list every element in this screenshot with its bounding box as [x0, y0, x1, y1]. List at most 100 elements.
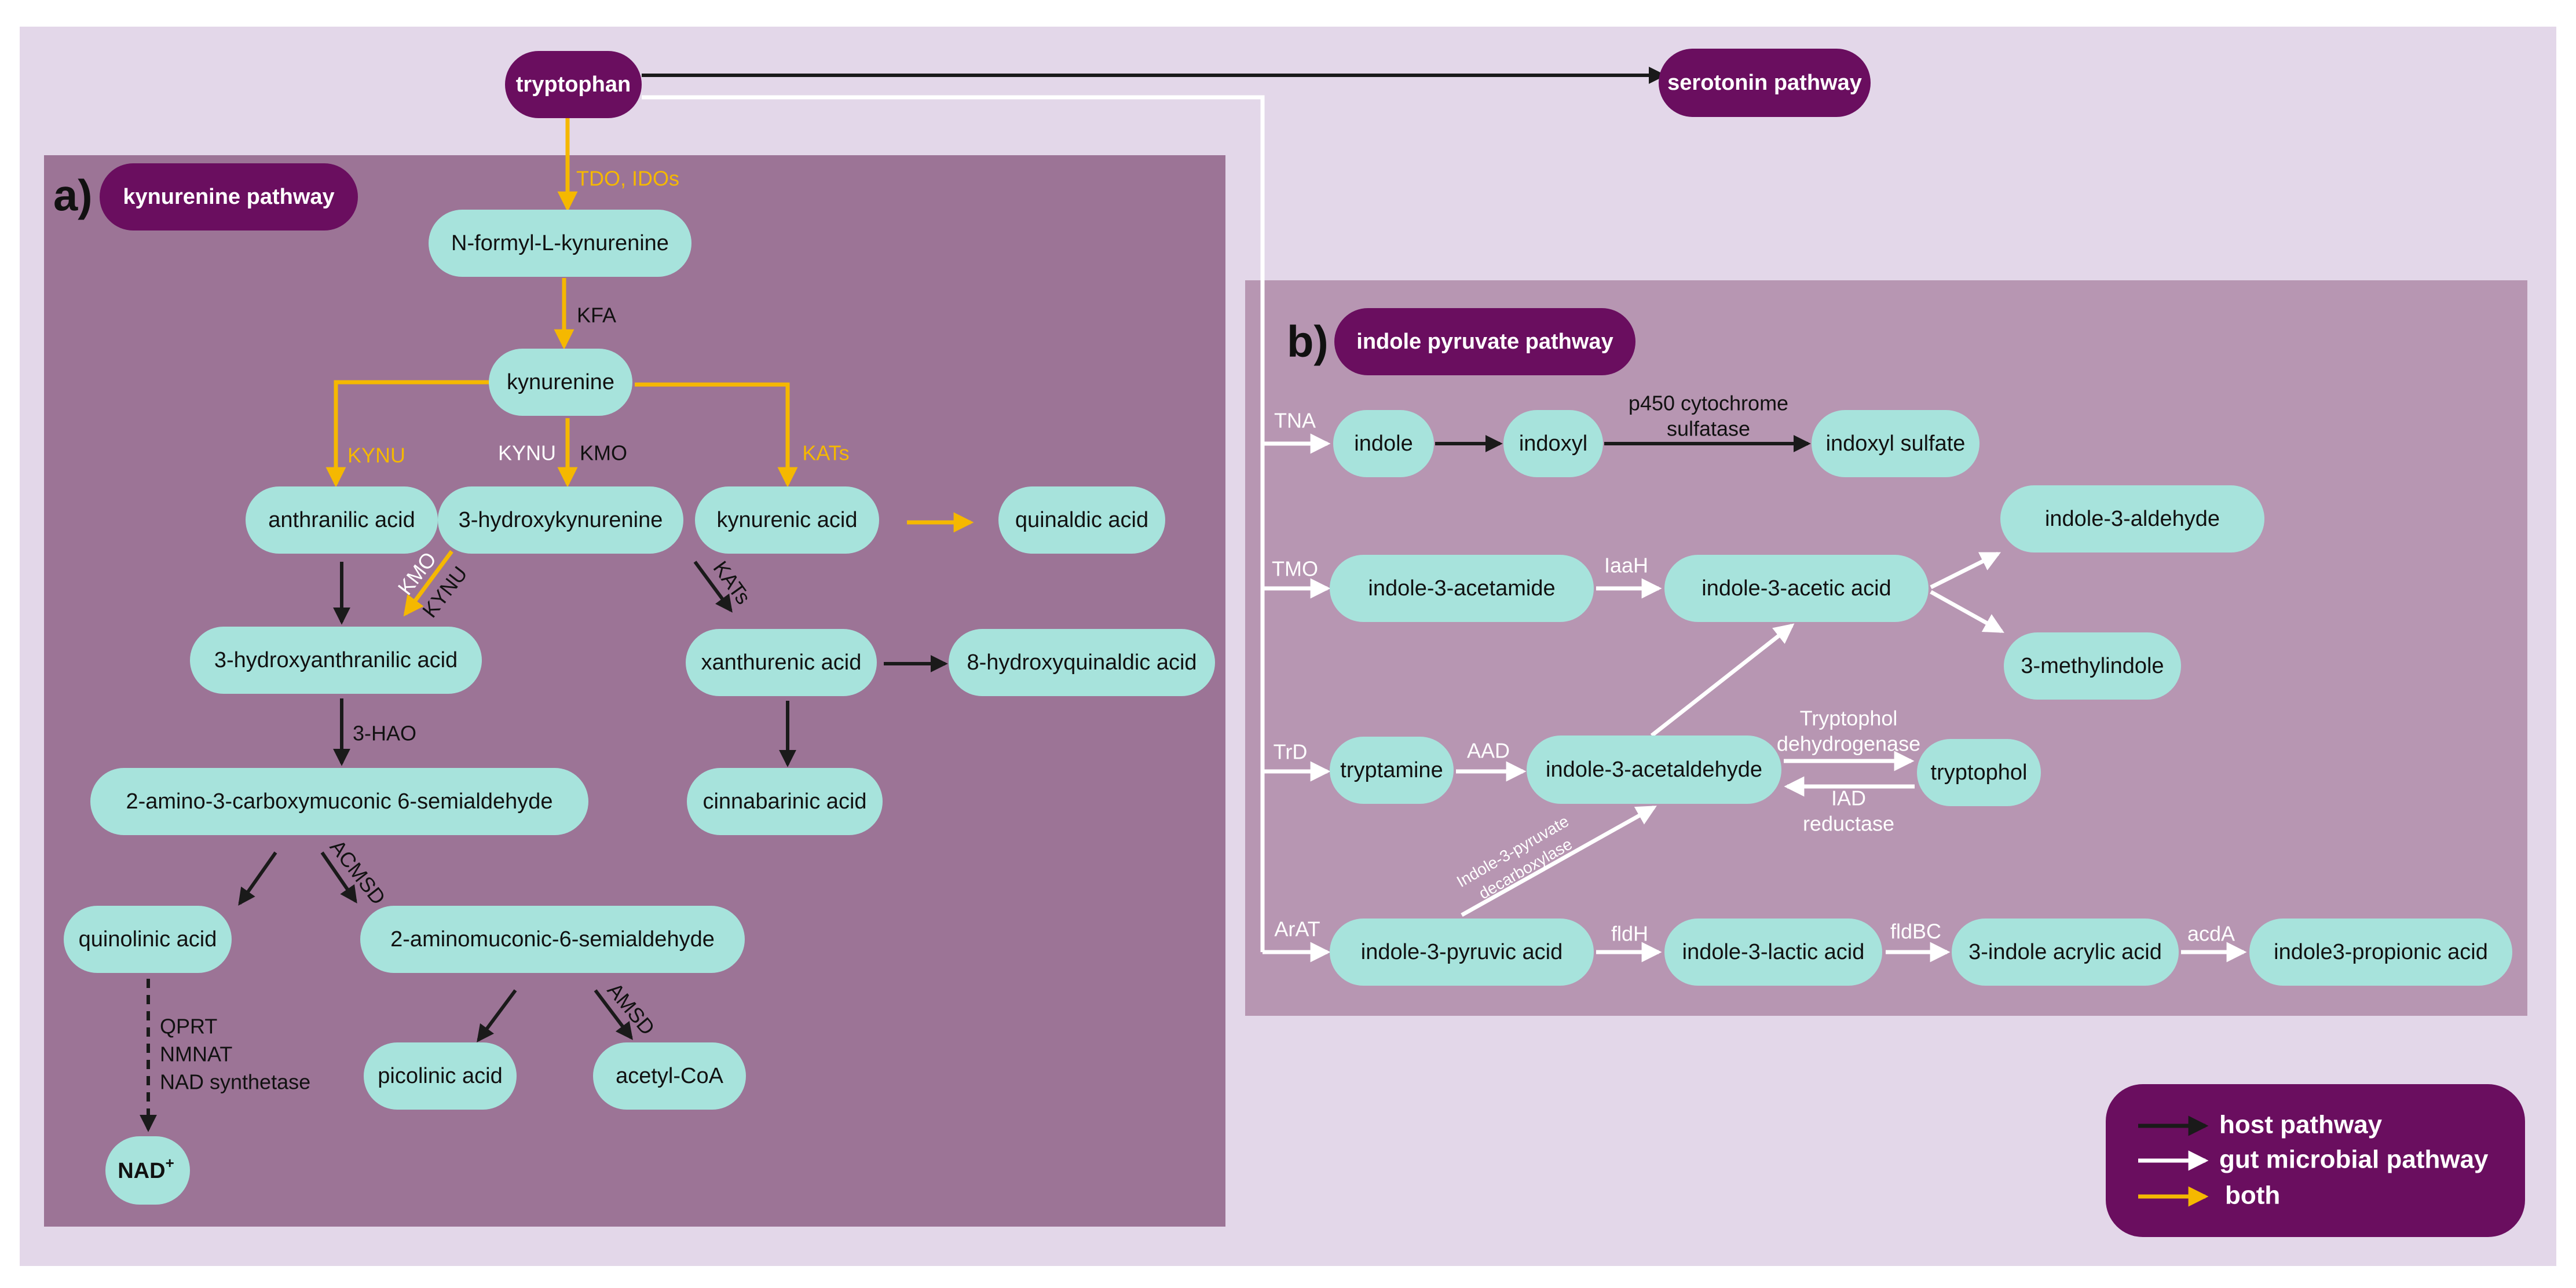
- node-nad-text: NAD: [118, 1159, 165, 1183]
- node-8-hydroxyquinaldic-acid-label: 8-hydroxyquinaldic acid: [967, 650, 1196, 675]
- enzyme-nmnat: NMNAT: [160, 1042, 232, 1066]
- arrow-acms-aminomuconic: [320, 851, 357, 903]
- node-2-aminomuconic-semialdehyde-label: 2-aminomuconic-6-semialdehyde: [390, 927, 715, 952]
- node-cinnabarinic-acid-label: cinnabarinic acid: [702, 789, 866, 814]
- node-3-methylindole: [2004, 632, 2181, 700]
- indole-nodes: indole indoxyl indoxyl sulfate indole-3-…: [1330, 410, 2512, 986]
- node-indole-3-lactic-acid: [1664, 919, 1882, 986]
- node-indole: [1333, 410, 1434, 477]
- enzyme-tdo-idos: TDO, IDOs: [576, 167, 679, 191]
- node-indole-3-acetamide: [1330, 555, 1594, 622]
- enzyme-p450-line2: sulfatase: [1667, 417, 1750, 441]
- arrow-acetaldehyde-acetic: [1650, 623, 1795, 737]
- arrow-acms-quinolinic: [238, 851, 277, 906]
- node-indoxyl-label: indoxyl: [1519, 431, 1587, 456]
- node-2-aminomuconic-semialdehyde: [360, 906, 745, 973]
- node-kynurenine: [489, 349, 632, 416]
- node-indoxyl-sulfate: [1812, 410, 1979, 477]
- enzyme-tryptophol-dh-line1: Tryptophol: [1800, 707, 1898, 730]
- enzyme-3-hao: 3-HAO: [353, 722, 416, 745]
- node-indole-3-acetamide-label: indole-3-acetamide: [1368, 576, 1555, 601]
- node-indole-label: indole: [1354, 431, 1413, 456]
- enzyme-tmo: TMO: [1272, 557, 1318, 581]
- arrow-aminomuconic-acetylcoa: [594, 989, 633, 1040]
- panel-b-title: indole pyruvate pathway: [1356, 330, 1613, 354]
- legend-box: [2106, 1084, 2525, 1237]
- arrows: [140, 67, 2247, 1132]
- legend-both-label: both: [2225, 1181, 2280, 1210]
- panel-a-title-pill: [100, 163, 358, 230]
- node-3-hydroxykynurenine: [438, 486, 683, 554]
- panel-b-title-pill: [1334, 308, 1635, 375]
- enzyme-nad-synthetase: NAD synthetase: [160, 1070, 310, 1094]
- enzyme-kats-right: KATs: [802, 441, 849, 465]
- node-kynurenic-acid: [695, 486, 879, 554]
- node-8-hydroxyquinaldic-acid: [949, 629, 1215, 696]
- node-indole-3-acetic-acid-label: indole-3-acetic acid: [1702, 576, 1891, 601]
- arrow-kynurenine-anthranilic: [325, 380, 490, 488]
- enzyme-p450-line1: p450 cytochrome: [1629, 391, 1788, 415]
- panel-a-letter: a): [53, 171, 93, 221]
- node-picolinic-acid-label: picolinic acid: [378, 1064, 502, 1088]
- panel-b-background: [1245, 280, 2527, 1016]
- node-indole-3-acetaldehyde-label: indole-3-acetaldehyde: [1546, 758, 1762, 782]
- enzyme-tna: TNA: [1274, 409, 1316, 433]
- node-acms-label: 2-amino-3-carboxymuconic 6-semialdehyde: [126, 789, 552, 814]
- node-tryptamine: [1330, 737, 1454, 804]
- node-indole-3-acetaldehyde: [1527, 736, 1781, 804]
- kynurenine-nodes: N-formyl-L-kynurenine kynurenine anthran…: [64, 210, 1215, 1205]
- legend-host-label: host pathway: [2219, 1111, 2383, 1139]
- node-indoxyl: [1503, 410, 1603, 477]
- panel-a-title: kynurenine pathway: [123, 185, 334, 209]
- arrow-hydroxykynurenine-hydroxyanthranilic: [403, 550, 453, 617]
- node-n-formyl-kynurenine-label: N-formyl-L-kynurenine: [451, 231, 669, 255]
- node-anthranilic-acid: [246, 486, 438, 554]
- arrow-acetic-methylindole: [1930, 590, 2004, 634]
- node-quinaldic-acid: [998, 486, 1165, 554]
- enzyme-kynu-left: KYNU: [347, 444, 405, 467]
- enzyme-aad: AAD: [1467, 739, 1510, 763]
- enzyme-tryptophol-dh-line2: dehydrogenase: [1777, 732, 1920, 756]
- enzyme-trd: TrD: [1274, 740, 1308, 764]
- legend: host pathway gut microbial pathway both: [2106, 1084, 2525, 1237]
- arrow-aminomuconic-picolinic: [477, 989, 517, 1042]
- node-serotonin-pathway-label: serotonin pathway: [1667, 71, 1862, 95]
- arrow-pyruvic-acetaldehyde: [1461, 805, 1657, 917]
- node-tryptophan-label: tryptophan: [516, 72, 631, 97]
- enzyme-kmo-mid: KMO: [580, 441, 627, 465]
- node-3-indole-acrylic-acid-label: 3-indole acrylic acid: [1968, 940, 2162, 964]
- node-tryptophol: [1917, 739, 2041, 806]
- node-3-hydroxyanthranilic-acid: [190, 627, 482, 694]
- enzyme-fldbc: fldBC: [1890, 920, 1941, 943]
- node-quinolinic-acid-label: quinolinic acid: [79, 927, 217, 952]
- node-tryptophol-label: tryptophol: [1931, 760, 2028, 785]
- node-acms: [90, 768, 588, 835]
- enzyme-iad-line1: IAD: [1831, 786, 1866, 810]
- node-3-hydroxykynurenine-label: 3-hydroxykynurenine: [459, 508, 663, 532]
- node-xanthurenic-acid: [686, 629, 877, 696]
- node-indole3-propionic-acid-label: indole3-propionic acid: [2274, 940, 2488, 964]
- node-anthranilic-acid-label: anthranilic acid: [268, 508, 415, 532]
- arrow-kynurenine-kynurenic: [635, 382, 798, 488]
- arrow-kynurenic-xanthurenic: [693, 561, 733, 613]
- arrow-acetic-aldehyde: [1930, 551, 2001, 590]
- node-3-methylindole-label: 3-methylindole: [2021, 654, 2164, 678]
- node-indole-3-aldehyde-label: indole-3-aldehyde: [2045, 507, 2220, 531]
- node-acetyl-coa: [593, 1042, 746, 1110]
- node-indole-3-acetic-acid: [1664, 555, 1929, 622]
- enzyme-qprt: QPRT: [160, 1015, 217, 1038]
- node-indole-3-pyruvic-acid-label: indole-3-pyruvic acid: [1361, 940, 1563, 964]
- arrow-tryptophan-indole-pathway: [642, 95, 1265, 952]
- enzyme-fldh: fldH: [1611, 922, 1648, 946]
- node-3-indole-acrylic-acid: [1952, 919, 2179, 986]
- enzyme-kynu-mid: KYNU: [498, 441, 556, 465]
- node-indole-3-lactic-acid-label: indole-3-lactic acid: [1682, 940, 1865, 964]
- node-xanthurenic-acid-label: xanthurenic acid: [701, 650, 862, 675]
- node-nad: [105, 1136, 190, 1205]
- node-3-hydroxyanthranilic-acid-label: 3-hydroxyanthranilic acid: [214, 648, 458, 672]
- enzyme-kfa: KFA: [577, 303, 616, 327]
- node-quinaldic-acid-label: quinaldic acid: [1015, 508, 1148, 532]
- enzyme-iaah: IaaH: [1604, 554, 1648, 577]
- node-cinnabarinic-acid: [687, 768, 883, 835]
